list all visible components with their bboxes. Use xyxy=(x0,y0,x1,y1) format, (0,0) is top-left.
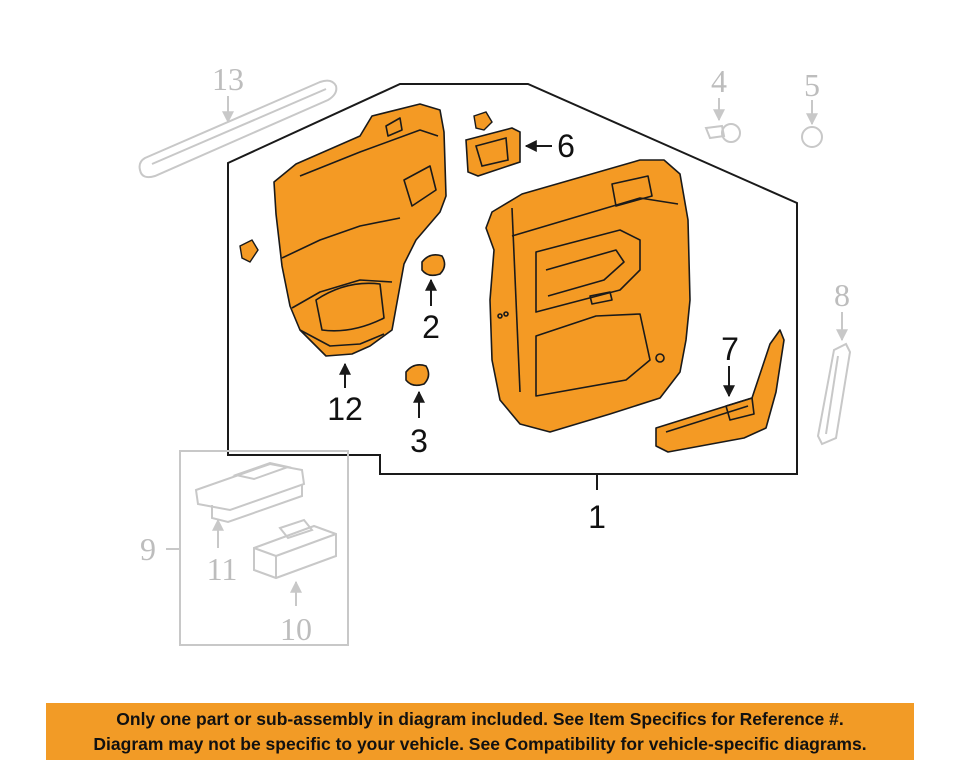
part-3-plug xyxy=(405,364,430,387)
fastener-left xyxy=(239,239,259,263)
part-7-armrest xyxy=(655,329,785,453)
part-8-trim xyxy=(816,342,852,446)
part-12-inner-panel xyxy=(273,103,447,357)
part-1-door-trim-panel xyxy=(485,159,691,433)
part-5-clip xyxy=(801,126,823,148)
callout-12: 12 xyxy=(327,391,363,427)
callout-6: 6 xyxy=(557,128,575,164)
part-6-handle-bezel xyxy=(465,127,521,177)
callout-11: 11 xyxy=(207,551,238,587)
assembly-boundary xyxy=(227,83,798,475)
callout-4: 4 xyxy=(711,63,727,99)
disclaimer-line-1: Only one part or sub-assembly in diagram… xyxy=(116,709,844,729)
callout-3: 3 xyxy=(410,423,428,459)
part-9-group-box xyxy=(179,450,349,646)
callout-13: 13 xyxy=(212,61,244,97)
callout-7: 7 xyxy=(721,331,739,367)
fastener-top xyxy=(473,111,493,131)
disclaimer-line-2: Diagram may not be specific to your vehi… xyxy=(93,734,867,754)
callout-5: 5 xyxy=(804,67,820,103)
disclaimer-banner: Only one part or sub-assembly in diagram… xyxy=(46,703,914,760)
part-10-switch xyxy=(253,518,337,580)
part-4-clip xyxy=(704,123,741,143)
callout-2: 2 xyxy=(422,309,440,345)
part-11-bezel xyxy=(194,461,306,524)
callout-1: 1 xyxy=(588,499,606,535)
callout-10: 10 xyxy=(280,611,312,647)
part-2-plug xyxy=(421,254,446,277)
parts-diagram: 1 2 3 4 5 6 7 8 9 10 11 12 13 xyxy=(138,61,852,647)
callout-8: 8 xyxy=(834,277,850,313)
callout-9: 9 xyxy=(140,531,156,567)
part-13-molding xyxy=(138,79,338,179)
